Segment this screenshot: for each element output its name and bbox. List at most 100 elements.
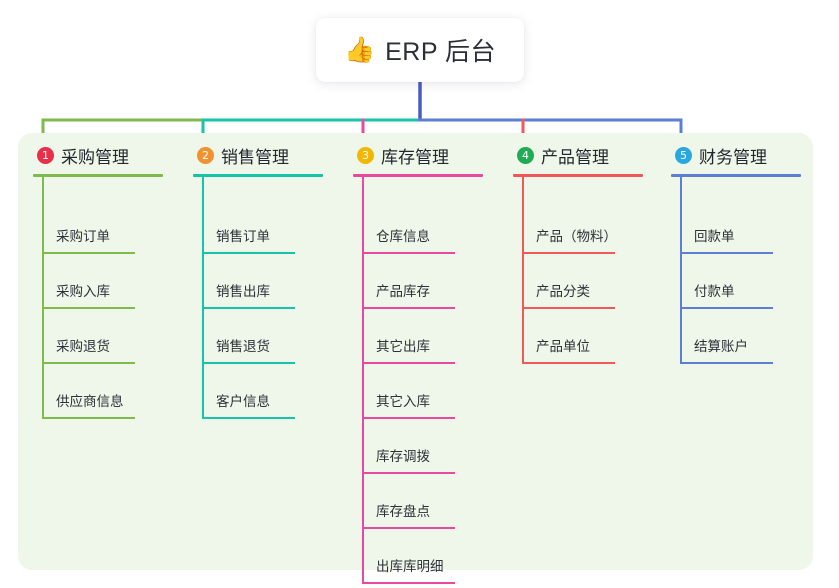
branch-header-underline [513, 174, 643, 177]
branch-spine [202, 177, 204, 419]
branch-title: 库存管理 [381, 147, 449, 167]
branch-title: 销售管理 [221, 147, 289, 167]
branch-item-label: 付款单 [694, 284, 735, 299]
branch-index-badge: 5 [675, 146, 692, 164]
branch-header-4[interactable]: 4 产品管理 [498, 133, 656, 177]
branch-item-underline [362, 362, 455, 364]
branch-header-underline [193, 174, 323, 177]
branch-column-4: 4 产品管理产品（物料） 产品分类产品单位 [498, 133, 656, 570]
branch-item-underline [680, 362, 773, 364]
branch-item-label: 采购订单 [56, 229, 110, 244]
branch-item-label: 出库库明细 [376, 559, 444, 574]
branch-item-label: 回款单 [694, 229, 735, 244]
branch-item-underline [362, 252, 455, 254]
branch-item[interactable]: 出库库明细 [338, 529, 498, 584]
branch-column-5: 5 财务管理回款单付款单结算账户 [656, 133, 813, 570]
branch-item[interactable]: 结算账户 [656, 309, 813, 364]
branch-spine [42, 177, 44, 419]
branch-item[interactable]: 销售订单 [178, 199, 338, 254]
branch-item-list: 产品（物料） 产品分类产品单位 [498, 177, 656, 364]
branch-item[interactable]: 产品（物料） [498, 199, 656, 254]
branch-item-label: 采购入库 [56, 284, 110, 299]
branch-item-underline [42, 362, 135, 364]
branch-item[interactable]: 库存调拨 [338, 419, 498, 474]
branch-spine [362, 177, 364, 584]
branch-column-2: 2 销售管理销售订单销售出库销售退货客户信息 [178, 133, 338, 570]
branch-item-label: 结算账户 [694, 339, 748, 354]
branch-item-underline [202, 362, 295, 364]
branch-item-underline [362, 307, 455, 309]
branch-item[interactable]: 供应商信息 [18, 364, 178, 419]
branch-item-underline [42, 252, 135, 254]
branch-item-underline [522, 307, 615, 309]
branch-item-label: 采购退货 [56, 339, 110, 354]
branch-item-label: 库存盘点 [376, 504, 430, 519]
branch-item-label: 其它入库 [376, 394, 430, 409]
branch-item-underline [202, 417, 295, 419]
branch-index-badge: 2 [197, 146, 214, 164]
branch-column-3: 3 库存管理仓库信息产品库存其它出库其它入库库存调拨库存盘点出库库明细 [338, 133, 498, 584]
branch-item[interactable]: 其它出库 [338, 309, 498, 364]
branch-item-label: 供应商信息 [56, 394, 124, 409]
branch-header-3[interactable]: 3 库存管理 [338, 133, 498, 177]
branch-item-underline [522, 252, 615, 254]
branch-item-list: 销售订单销售出库销售退货客户信息 [178, 177, 338, 419]
branch-item-underline [362, 472, 455, 474]
thumbs-up-icon: 👍 [343, 35, 376, 64]
branch-title: 采购管理 [61, 147, 129, 167]
branch-item[interactable]: 库存盘点 [338, 474, 498, 529]
branch-title: 产品管理 [541, 147, 609, 167]
branch-header-1[interactable]: 1 采购管理 [18, 133, 178, 177]
branch-item[interactable]: 客户信息 [178, 364, 338, 419]
branch-spine [522, 177, 524, 364]
branch-item-label: 销售订单 [216, 229, 270, 244]
root-node-title: ERP 后台 [385, 38, 497, 66]
branch-index-badge: 1 [37, 146, 54, 164]
branch-item-underline [362, 582, 455, 584]
branch-item[interactable]: 销售退货 [178, 309, 338, 364]
branch-item[interactable]: 回款单 [656, 199, 813, 254]
branch-item-underline [42, 417, 135, 419]
branch-item-list: 回款单付款单结算账户 [656, 177, 813, 364]
branch-spine [680, 177, 682, 364]
branch-item-list: 采购订单采购入库采购退货供应商信息 [18, 177, 178, 419]
branch-header-underline [671, 174, 801, 177]
branch-item[interactable]: 产品单位 [498, 309, 656, 364]
branch-columns: 1 采购管理采购订单采购入库采购退货供应商信息 2 销售管理销售订单销售出库销售退货客… [18, 133, 813, 584]
branch-item[interactable]: 销售出库 [178, 254, 338, 309]
branch-item-label: 产品单位 [536, 339, 590, 354]
branch-item[interactable]: 其它入库 [338, 364, 498, 419]
branch-item-underline [42, 307, 135, 309]
branch-index-badge: 3 [357, 146, 374, 164]
branch-index-badge: 4 [517, 146, 534, 164]
branch-item-label: 销售退货 [216, 339, 270, 354]
branch-item[interactable]: 仓库信息 [338, 199, 498, 254]
branch-item-label: 客户信息 [216, 394, 270, 409]
branch-header-2[interactable]: 2 销售管理 [178, 133, 338, 177]
branch-item-label: 产品库存 [376, 284, 430, 299]
branch-item-label: 销售出库 [216, 284, 270, 299]
branch-item[interactable]: 付款单 [656, 254, 813, 309]
branch-item[interactable]: 采购入库 [18, 254, 178, 309]
branch-item[interactable]: 产品分类 [498, 254, 656, 309]
branch-item-underline [522, 362, 615, 364]
branch-item-underline [202, 307, 295, 309]
branch-item[interactable]: 采购退货 [18, 309, 178, 364]
branch-item-underline [680, 307, 773, 309]
branch-header-underline [353, 174, 483, 177]
branch-item[interactable]: 采购订单 [18, 199, 178, 254]
branch-item-label: 仓库信息 [376, 229, 430, 244]
branch-item-label: 库存调拨 [376, 449, 430, 464]
root-node[interactable]: 👍 ERP 后台 [316, 18, 524, 82]
branch-item-label: 产品（物料） [536, 229, 617, 244]
branch-item[interactable]: 产品库存 [338, 254, 498, 309]
branch-column-1: 1 采购管理采购订单采购入库采购退货供应商信息 [18, 133, 178, 570]
branch-header-5[interactable]: 5 财务管理 [656, 133, 813, 177]
branch-title: 财务管理 [699, 147, 767, 167]
branch-item-label: 其它出库 [376, 339, 430, 354]
branch-header-underline [33, 174, 163, 177]
branch-item-list: 仓库信息产品库存其它出库其它入库库存调拨库存盘点出库库明细 [338, 177, 498, 584]
branch-item-label: 产品分类 [536, 284, 590, 299]
branch-item-underline [680, 252, 773, 254]
